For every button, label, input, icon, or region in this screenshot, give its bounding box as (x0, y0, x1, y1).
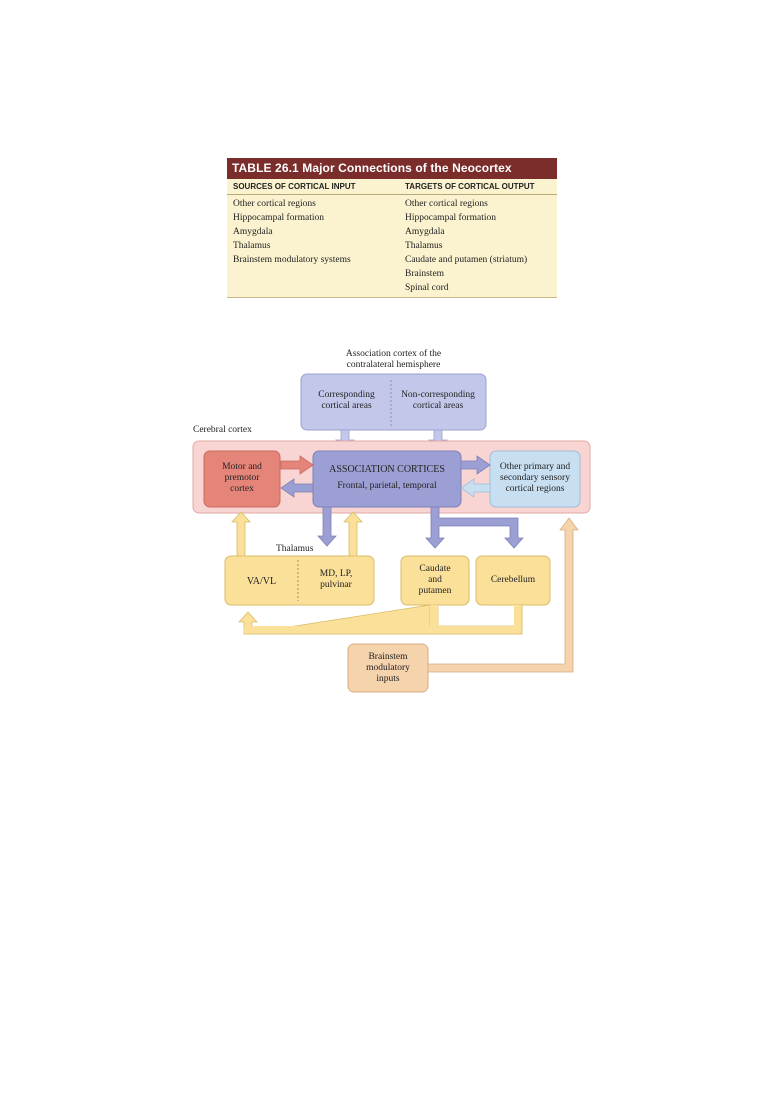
contralateral-label-line: contralateral hemisphere (346, 360, 441, 370)
corresponding-label: Corresponding cortical areas (303, 390, 390, 412)
table-row: Thalamus Thalamus (227, 239, 557, 253)
sensory-box (489, 450, 581, 508)
thalamus-label: Thalamus (276, 544, 314, 554)
md-line: pulvinar (320, 580, 352, 590)
md-label: MD, LP, pulvinar (298, 569, 374, 591)
cerebellum-label: Cerebellum (490, 575, 536, 585)
thalamus-box (224, 555, 375, 606)
output-cell: Brainstem (405, 269, 445, 279)
input-cell: Thalamus (233, 241, 271, 251)
caudate-line: Caudate (419, 564, 451, 574)
table-row: Other cortical regions Other cortical re… (227, 197, 557, 211)
brainstem-label: Brainstem modulatory inputs (348, 652, 428, 685)
motor-line: cortex (230, 484, 254, 494)
caudate-line: and (428, 575, 442, 585)
connections-table: TABLE 26.1 Major Connections of the Neoc… (227, 158, 557, 298)
arrow-vavl-to-motor (231, 511, 251, 557)
caudate-label: Caudate and putamen (401, 564, 469, 597)
arrow-association-to-sensory (460, 455, 491, 475)
non-corresponding-label: Non-corresponding cortical areas (392, 390, 484, 412)
association-subtitle: Frontal, parietal, temporal (337, 481, 437, 491)
caudate-line: putamen (418, 586, 452, 596)
input-cell: Brainstem modulatory systems (233, 255, 351, 265)
loop-caudate-leg (430, 605, 438, 634)
motor-line: Motor and (222, 462, 262, 472)
arrow-md-to-association (343, 511, 363, 557)
corresponding-line: Corresponding (318, 390, 375, 400)
sensory-line: secondary sensory (500, 473, 570, 483)
output-cell: Hippocampal formation (405, 213, 497, 223)
input-cell: Other cortical regions (233, 199, 316, 209)
table-row: Brainstem (227, 267, 557, 281)
arrow-association-to-striatum-cerebellum (425, 506, 524, 549)
output-cell: Spinal cord (405, 283, 449, 293)
brainstem-line: Brainstem (368, 652, 408, 662)
motor-box (203, 450, 281, 508)
arrow-brainstem-to-cortex (427, 517, 579, 673)
header-cortical-output: TARGETS OF CORTICAL OUTPUT (405, 182, 535, 191)
loop-cerebellum-leg (514, 605, 522, 634)
table-row: Hippocampal formation Hippocampal format… (227, 211, 557, 225)
sensory-line: Other primary and (499, 462, 571, 472)
table-header-row: SOURCES OF CORTICAL INPUT TARGETS OF COR… (227, 179, 557, 195)
cerebellum-box (475, 555, 551, 606)
sensory-label: Other primary and secondary sensory cort… (490, 462, 580, 495)
arrow-sensory-to-association (460, 478, 491, 498)
motor-line: premotor (224, 473, 260, 483)
corresponding-line: cortical areas (321, 401, 372, 411)
cerebral-cortex-label: Cerebral cortex (193, 425, 252, 435)
arrow-association-to-motor (280, 478, 314, 498)
md-line: MD, LP, (319, 569, 353, 579)
table-title: TABLE 26.1 Major Connections of the Neoc… (227, 158, 557, 179)
output-cell: Other cortical regions (405, 199, 488, 209)
motor-label: Motor and premotor cortex (204, 462, 280, 495)
input-cell: Amygdala (233, 227, 273, 237)
table-row: Brainstem modulatory systems Caudate and… (227, 253, 557, 267)
arrow-association-to-thalamus (317, 506, 337, 547)
input-cell: Hippocampal formation (233, 213, 325, 223)
association-box (312, 450, 462, 508)
contralateral-box (300, 373, 487, 431)
output-cell: Caudate and putamen (striatum) (405, 255, 528, 265)
output-cell: Thalamus (405, 241, 443, 251)
arrow-motor-to-association (280, 455, 314, 475)
table-row: Spinal cord (227, 281, 557, 295)
association-title: ASSOCIATION CORTICES (329, 464, 445, 475)
non-corresponding-line: Non-corresponding (401, 390, 475, 400)
contralateral-label-line: Association cortex of the (345, 349, 442, 359)
sensory-line: cortical regions (505, 484, 565, 494)
loop-bottom-bar (244, 626, 522, 634)
output-cell: Amygdala (405, 227, 445, 237)
header-cortical-input: SOURCES OF CORTICAL INPUT (233, 182, 356, 191)
non-corresponding-line: cortical areas (412, 401, 464, 411)
vavl-label: VA/VL (246, 576, 277, 587)
brainstem-line: inputs (376, 674, 400, 684)
table-row: Amygdala Amygdala (227, 225, 557, 239)
contralateral-label: Association cortex of the contralateral … (303, 349, 484, 371)
brainstem-line: modulatory (366, 663, 410, 673)
